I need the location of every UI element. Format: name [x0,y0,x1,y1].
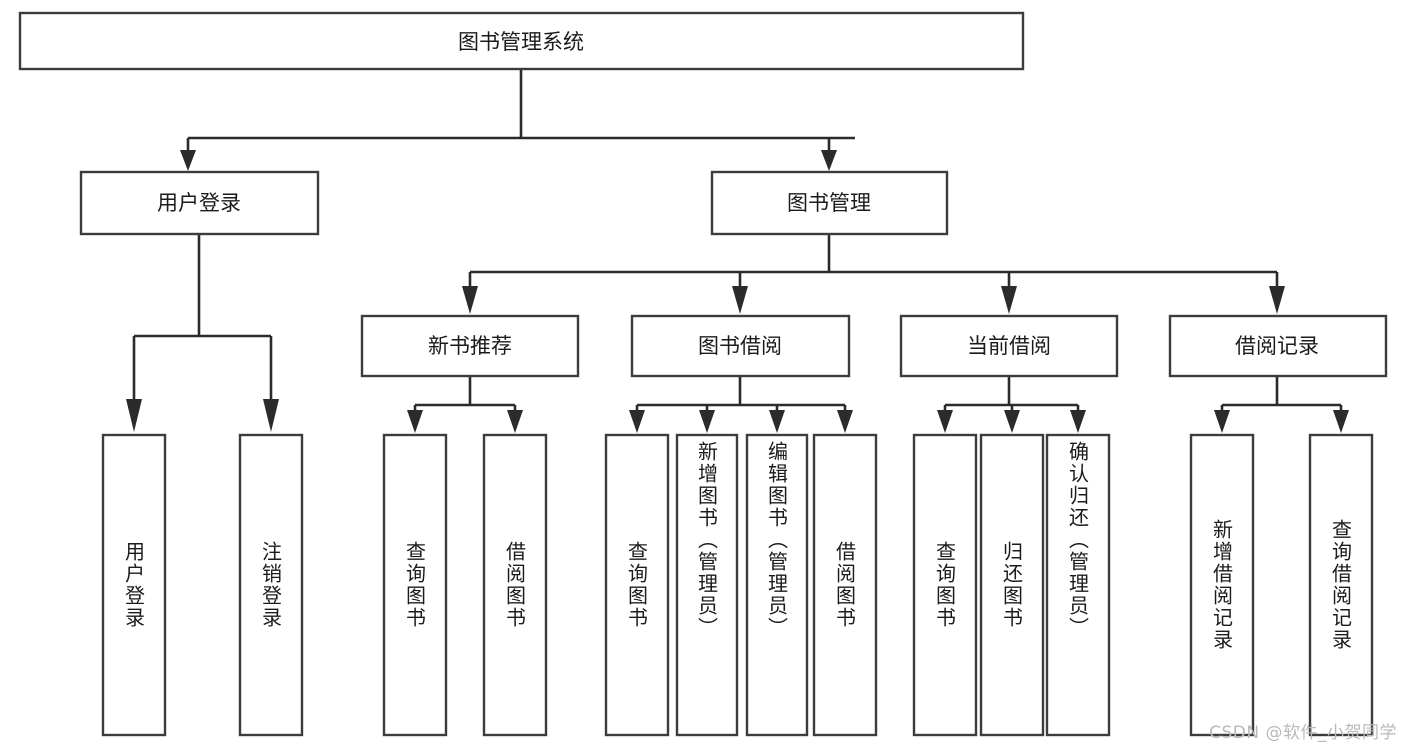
leaf-label-user-login-1: 注销登录 [258,541,283,629]
node-book-borrow-label: 图书借阅 [698,334,782,358]
leaf-label-book-borrow-2: 编辑图书（管理员） [764,441,789,639]
leaf-box-current-borrow-2[interactable] [1045,433,1111,737]
node-root[interactable]: 图书管理系统 [18,11,1025,71]
leaf-box-current-borrow-0[interactable] [912,433,978,737]
leaf-label-current-borrow-0: 查询图书 [932,541,957,629]
connector-userlogin-to-leaves [126,234,279,432]
node-new-book-recommend-label: 新书推荐 [428,334,512,358]
node-book-management[interactable]: 图书管理 [710,170,949,236]
leaf-box-borrow-record-1[interactable] [1308,433,1374,737]
leaf-label-new-book-1: 借阅图书 [502,541,527,629]
connector-bookborrow-to-leaves [629,376,853,433]
leaf-label-book-borrow-3: 借阅图书 [832,541,857,629]
leaf-box-borrow-record-0[interactable] [1189,433,1255,737]
leaf-label-new-book-0: 查询图书 [402,541,427,629]
leaf-label-current-borrow-2: 确认归还（管理员） [1065,441,1090,639]
connector-bookmgmt-to-level3 [462,233,1285,314]
csdn-watermark: CSDN @软件_小贺同学 [1209,723,1397,743]
leaf-box-current-borrow-1[interactable] [979,433,1045,737]
node-book-management-label: 图书管理 [787,191,871,215]
connector-borrowrecord-to-leaves [1214,376,1349,433]
leaf-box-book-borrow-1[interactable] [675,433,739,737]
node-borrow-records-label: 借阅记录 [1235,334,1319,358]
node-borrow-records[interactable]: 借阅记录 [1168,314,1388,378]
leaf-label-current-borrow-2-wrap: 确认归还（管理员） [1047,435,1109,735]
leaf-box-book-borrow-0[interactable] [604,433,670,737]
connector-newbook-to-leaves [407,376,523,433]
leaf-label-book-borrow-1: 新增图书（管理员） [694,441,719,639]
node-current-borrow[interactable]: 当前借阅 [899,314,1119,378]
leaf-box-user-login-0[interactable] [101,433,167,737]
node-user-login[interactable]: 用户登录 [79,170,320,236]
leaf-label-new-book-1-wrap: 借阅图书 [484,435,546,735]
leaf-label-book-borrow-3-wrap: 借阅图书 [814,435,876,735]
leaf-label-user-login-0-wrap: 用户登录 [103,435,165,735]
leaf-label-book-borrow-0-wrap: 查询图书 [606,435,668,735]
leaf-label-borrow-record-0: 新增借阅记录 [1209,519,1234,651]
leaf-box-book-borrow-2[interactable] [745,433,809,737]
leaf-label-current-borrow-0-wrap: 查询图书 [914,435,976,735]
leaf-label-user-login-0: 用户登录 [121,541,146,629]
node-new-book-recommend[interactable]: 新书推荐 [360,314,580,378]
leaf-box-book-borrow-3[interactable] [812,433,878,737]
node-book-borrow[interactable]: 图书借阅 [630,314,851,378]
leaf-label-book-borrow-1-wrap: 新增图书（管理员） [677,435,737,735]
connector-root-to-level2 [180,69,855,171]
leaf-label-book-borrow-2-wrap: 编辑图书（管理员） [747,435,807,735]
leaf-label-borrow-record-1: 查询借阅记录 [1328,519,1353,651]
leaf-label-borrow-record-0-wrap: 新增借阅记录 [1191,435,1253,735]
node-current-borrow-label: 当前借阅 [967,334,1051,358]
leaf-label-user-login-1-wrap: 注销登录 [240,435,302,735]
leaf-box-new-book-1[interactable] [482,433,548,737]
node-root-label: 图书管理系统 [458,30,584,54]
leaf-box-user-login-1[interactable] [238,433,304,737]
leaf-label-borrow-record-1-wrap: 查询借阅记录 [1310,435,1372,735]
leaf-box-new-book-0[interactable] [382,433,448,737]
leaf-label-book-borrow-0: 查询图书 [624,541,649,629]
leaf-label-current-borrow-1-wrap: 归还图书 [981,435,1043,735]
leaf-label-current-borrow-1: 归还图书 [999,541,1024,629]
leaf-label-new-book-0-wrap: 查询图书 [384,435,446,735]
connector-currentborrow-to-leaves [937,376,1086,433]
node-user-login-label: 用户登录 [157,191,241,215]
